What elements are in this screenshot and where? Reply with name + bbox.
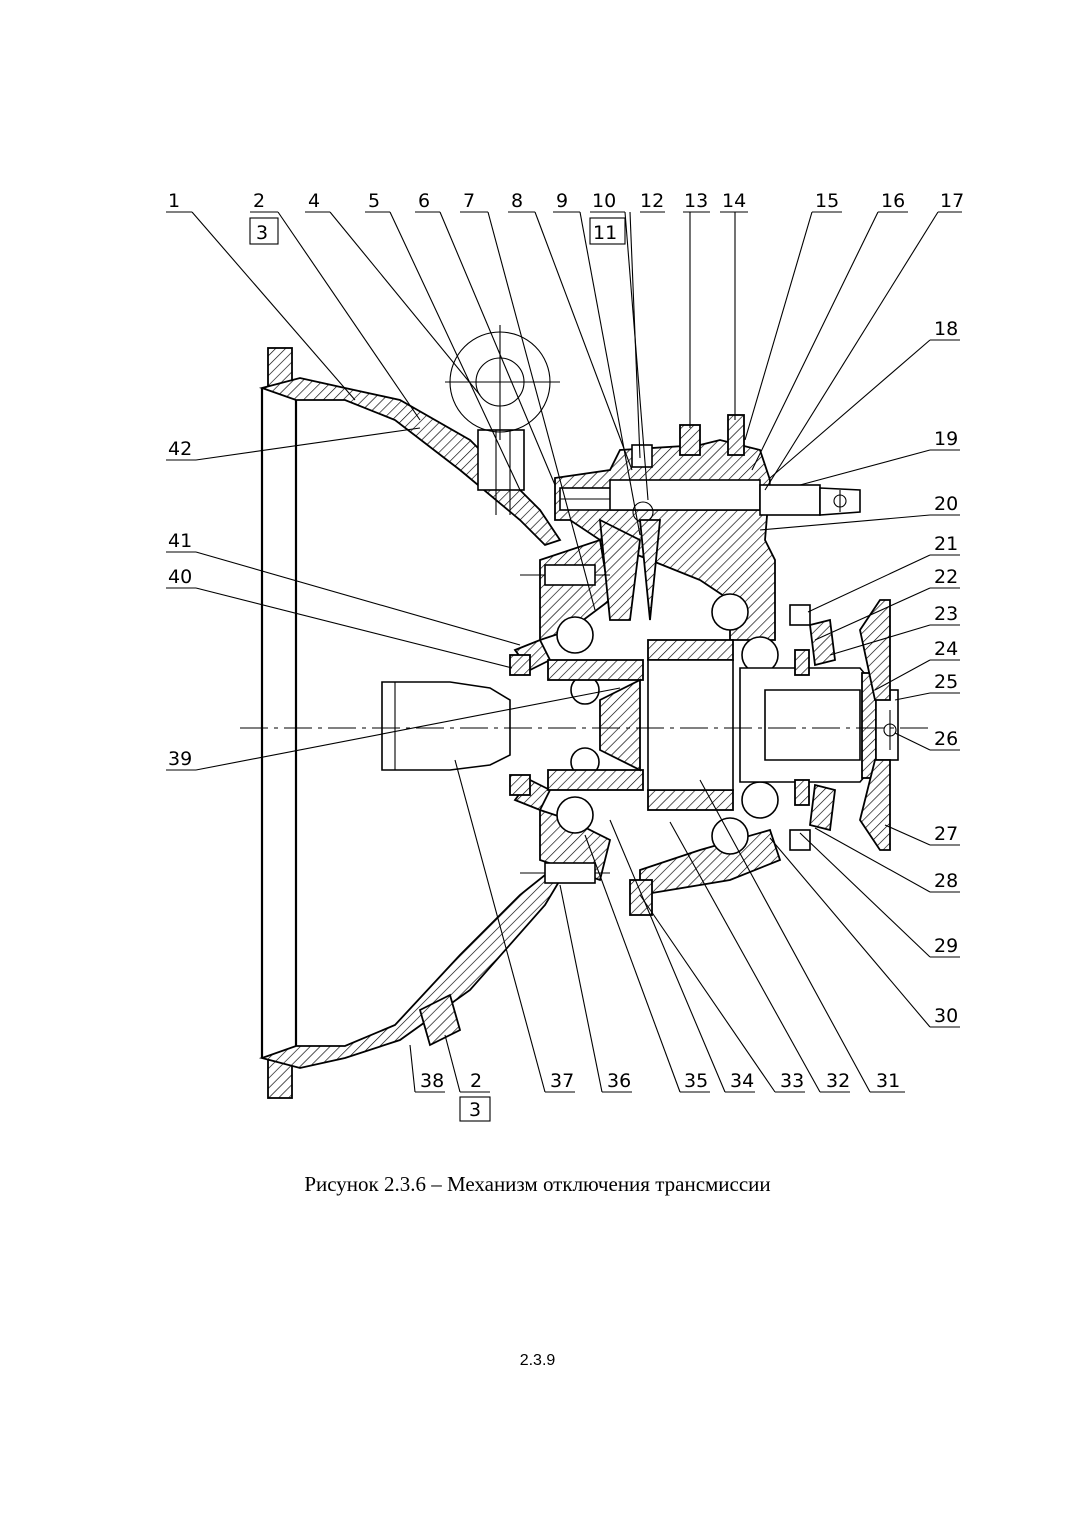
callout-30: 30 <box>934 1005 958 1027</box>
callout-2: 2 <box>253 190 265 212</box>
callout-6: 6 <box>418 190 430 212</box>
callout-22: 22 <box>934 566 958 588</box>
callout-11: 11 <box>593 222 617 244</box>
callout-18: 18 <box>934 318 958 340</box>
shaft-assembly <box>381 564 899 916</box>
callout-labels: 1 2 3 4 5 6 7 8 9 10 11 12 13 14 15 16 1… <box>168 190 964 1121</box>
leader-lines <box>166 211 962 1122</box>
callout-24: 24 <box>934 638 958 660</box>
callout-16: 16 <box>881 190 905 212</box>
callout-25: 25 <box>934 671 958 693</box>
callout-2-bottom: 2 <box>470 1070 482 1092</box>
callout-31: 31 <box>876 1070 900 1092</box>
callout-21: 21 <box>934 533 958 555</box>
callout-5: 5 <box>368 190 380 212</box>
callout-35: 35 <box>684 1070 708 1092</box>
callout-23: 23 <box>934 603 958 625</box>
callout-15: 15 <box>815 190 839 212</box>
callout-40: 40 <box>168 566 192 588</box>
callout-33: 33 <box>780 1070 804 1092</box>
callout-39: 39 <box>168 748 192 770</box>
callout-12: 12 <box>640 190 664 212</box>
callout-41: 41 <box>168 530 192 552</box>
callout-32: 32 <box>826 1070 850 1092</box>
callout-34: 34 <box>730 1070 754 1092</box>
page-number: 2.3.9 <box>519 1352 556 1369</box>
callout-38: 38 <box>420 1070 444 1092</box>
callout-13: 13 <box>684 190 708 212</box>
callout-1: 1 <box>168 190 180 212</box>
callout-42: 42 <box>168 438 192 460</box>
callout-3-bottom: 3 <box>469 1099 481 1121</box>
callout-20: 20 <box>934 493 958 515</box>
callout-26: 26 <box>934 728 958 750</box>
callout-7: 7 <box>463 190 475 212</box>
figure-caption: Рисунок 2.3.6 – Механизм отключения тран… <box>304 1172 771 1196</box>
callout-28: 28 <box>934 870 958 892</box>
callout-36: 36 <box>607 1070 631 1092</box>
callout-10: 10 <box>592 190 616 212</box>
callout-14: 14 <box>722 190 746 212</box>
callout-4: 4 <box>308 190 320 212</box>
callout-19: 19 <box>934 428 958 450</box>
callout-27: 27 <box>934 823 958 845</box>
callout-29: 29 <box>934 935 958 957</box>
callout-9: 9 <box>556 190 568 212</box>
callout-37: 37 <box>550 1070 574 1092</box>
callout-8: 8 <box>511 190 523 212</box>
callout-3: 3 <box>256 222 268 244</box>
callout-17: 17 <box>940 190 964 212</box>
clutch-housing <box>258 325 562 1099</box>
